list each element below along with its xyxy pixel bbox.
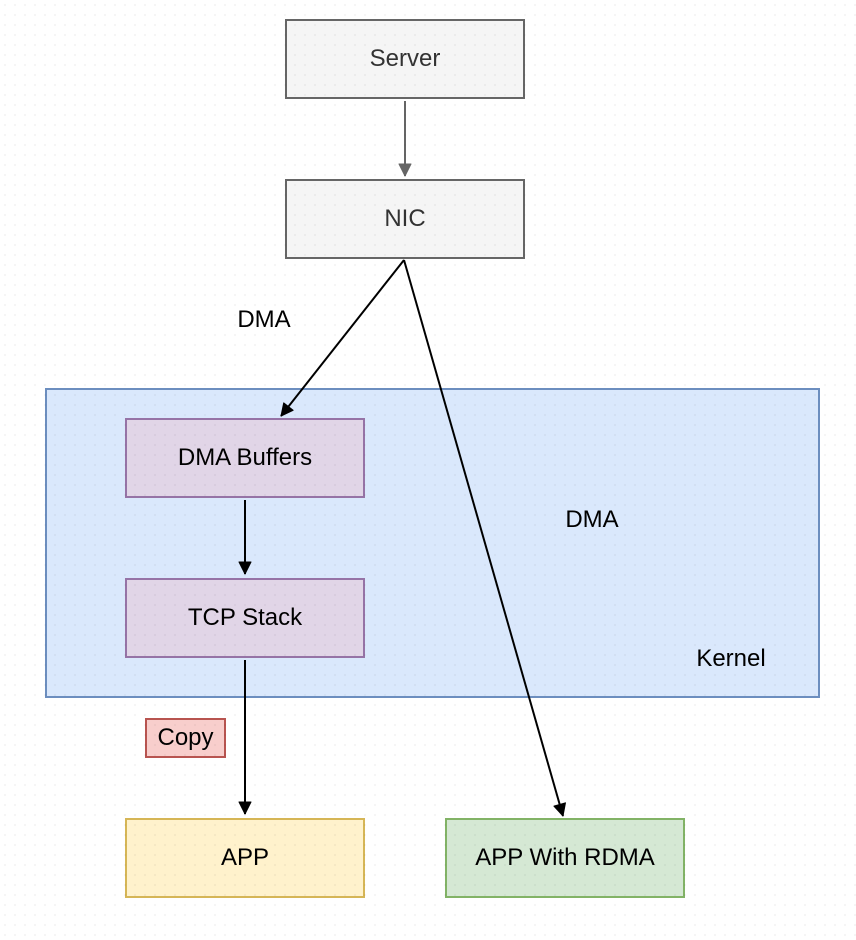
app-with-rdma-node: APP With RDMA xyxy=(445,818,685,898)
nic-node: NIC xyxy=(285,179,525,259)
nic-node-label: NIC xyxy=(384,204,426,232)
app-node: APP xyxy=(125,818,365,898)
dma-edge-label-outer: DMA xyxy=(237,306,291,333)
kernel-region-label: Kernel xyxy=(696,645,766,672)
tcp-stack-node: TCP Stack xyxy=(125,578,365,658)
tcp-stack-node-label: TCP Stack xyxy=(187,603,303,631)
server-node-label: Server xyxy=(369,44,441,72)
copy-annotation-label: Copy xyxy=(157,723,214,751)
dma-buffers-node: DMA Buffers xyxy=(125,418,365,498)
app-node-label: APP xyxy=(220,843,270,871)
dma-buffers-node-label: DMA Buffers xyxy=(177,443,313,471)
dma-edge-label-inner: DMA xyxy=(565,506,619,533)
copy-annotation-node: Copy xyxy=(145,718,226,758)
server-node: Server xyxy=(285,19,525,99)
app-with-rdma-node-label: APP With RDMA xyxy=(475,843,655,871)
